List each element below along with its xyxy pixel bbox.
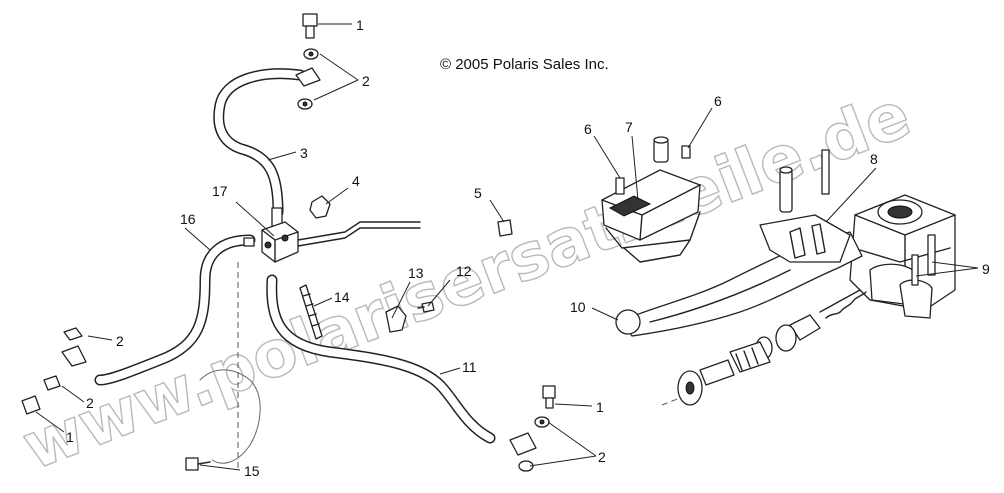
screw-12 <box>417 301 435 313</box>
callout-13: 13 <box>408 265 424 281</box>
bolt-15 <box>185 457 211 471</box>
callout-5: 5 <box>474 185 482 201</box>
callout-10: 10 <box>570 299 586 315</box>
piston-assembly <box>661 289 867 406</box>
callout-11: 11 <box>462 359 477 375</box>
callout-17: 17 <box>212 183 228 199</box>
callout-15: 15 <box>244 463 260 479</box>
brake-hose-lower <box>266 274 496 444</box>
callout-16: 16 <box>180 211 196 227</box>
callout-6-right: 6 <box>714 93 722 109</box>
callout-1-left: 1 <box>66 429 74 445</box>
callout-2-bottom: 2 <box>598 449 606 465</box>
brake-lever-10 <box>615 214 863 337</box>
brake-hose-upper <box>213 68 306 227</box>
leader-lines <box>35 23 979 471</box>
copyright-notice: © 2005 Polaris Sales Inc. <box>440 56 609 73</box>
callout-1-top: 1 <box>356 17 364 33</box>
callout-2-left-lower: 2 <box>86 395 94 411</box>
callout-6-left: 6 <box>584 121 592 137</box>
callout-7: 7 <box>625 119 633 135</box>
sight-glass-7 <box>653 136 669 163</box>
callout-1-bottom: 1 <box>596 399 604 415</box>
pins-8 <box>779 149 830 213</box>
callout-3: 3 <box>300 145 308 161</box>
callout-2-top: 2 <box>362 73 370 89</box>
banjo-fittings-bottom <box>509 385 556 472</box>
distribution-block <box>243 221 421 263</box>
callout-12: 12 <box>456 263 472 279</box>
banjo-fittings-top <box>295 13 321 110</box>
callout-8: 8 <box>870 151 878 167</box>
retainer-clip-14 <box>299 284 323 340</box>
banjo-fittings-left <box>21 327 87 415</box>
bleeder-nut <box>309 195 331 219</box>
callout-9: 9 <box>982 261 990 277</box>
master-cylinder-body <box>849 194 956 319</box>
callout-4: 4 <box>352 173 360 189</box>
callout-2-left-upper: 2 <box>116 333 124 349</box>
mounting-bolts-9 <box>911 234 936 286</box>
caliper-outline <box>199 262 261 470</box>
callout-14: 14 <box>334 289 350 305</box>
screw-5 <box>497 219 513 237</box>
brake-hose-left <box>94 234 256 386</box>
bracket-13 <box>385 305 407 333</box>
reservoir-cover <box>601 169 701 263</box>
